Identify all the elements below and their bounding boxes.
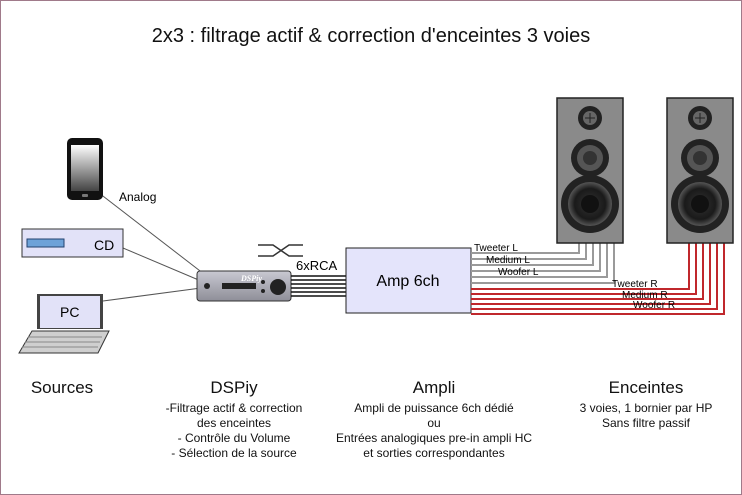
pc-link-line — [102, 287, 202, 302]
dspiy-caption: DSPiy -Filtrage actif & correction des e… — [139, 378, 329, 461]
rca-label: 6xRCA — [296, 258, 338, 273]
smartphone-icon — [67, 138, 103, 200]
dspiy-desc-line: des enceintes — [196, 416, 272, 430]
ampli-title: Ampli — [412, 378, 456, 397]
laptop-icon — [18, 294, 110, 354]
enceintes-caption: Enceintes 3 voies, 1 bornier par HP Sans… — [556, 378, 736, 431]
analog-link-label: Analog — [119, 190, 156, 204]
rca-cables — [291, 275, 346, 297]
ampli-caption: Ampli Ampli de puissance 6ch dédié ou En… — [319, 378, 549, 461]
enceintes-desc-line: 3 voies, 1 bornier par HP — [579, 401, 713, 415]
ampli-desc-line: ou — [427, 416, 441, 430]
dspiy-logo: DSPiy — [240, 274, 262, 283]
left-speaker-wires — [471, 243, 615, 284]
pc-label: PC — [60, 304, 79, 320]
amp-label: Amp 6ch — [376, 273, 439, 290]
tweeter-left-label: Tweeter L — [474, 243, 518, 254]
crossover-icon — [258, 244, 303, 257]
sources-title: Sources — [30, 378, 94, 397]
ampli-desc-line: Entrées analogiques pre-in ampli HC — [335, 431, 533, 445]
diagram-title: 2x3 : filtrage actif & correction d'ence… — [151, 25, 591, 47]
amp-box — [345, 247, 472, 314]
enceintes-title: Enceintes — [608, 378, 684, 397]
right-speaker-icon — [666, 97, 734, 244]
cd-player-icon — [21, 228, 124, 258]
dspiy-desc-line: - Contrôle du Volume — [177, 431, 291, 445]
ampli-desc-line: et sorties correspondantes — [363, 446, 505, 460]
cd-label: CD — [94, 237, 114, 253]
cd-link-line — [122, 247, 202, 282]
woofer-right-label: Woofer R — [633, 300, 675, 311]
medium-left-label: Medium L — [486, 255, 530, 266]
medium-right-label: Medium R — [622, 290, 668, 301]
phone-link-line — [98, 192, 205, 275]
dspiy-title: DSPiy — [210, 378, 258, 397]
woofer-left-label: Woofer L — [498, 267, 539, 278]
source-links — [98, 192, 205, 302]
right-speaker-wires — [471, 243, 725, 315]
tweeter-right-label: Tweeter R — [612, 279, 658, 290]
dspiy-unit-icon — [196, 270, 292, 302]
left-speaker-icon — [556, 97, 624, 244]
dspiy-desc-line: - Sélection de la source — [171, 446, 297, 460]
sources-caption: Sources — [1, 378, 123, 398]
ampli-desc-line: Ampli de puissance 6ch dédié — [354, 401, 514, 415]
enceintes-desc-line: Sans filtre passif — [601, 416, 691, 430]
dspiy-desc-line: -Filtrage actif & correction — [165, 401, 303, 415]
